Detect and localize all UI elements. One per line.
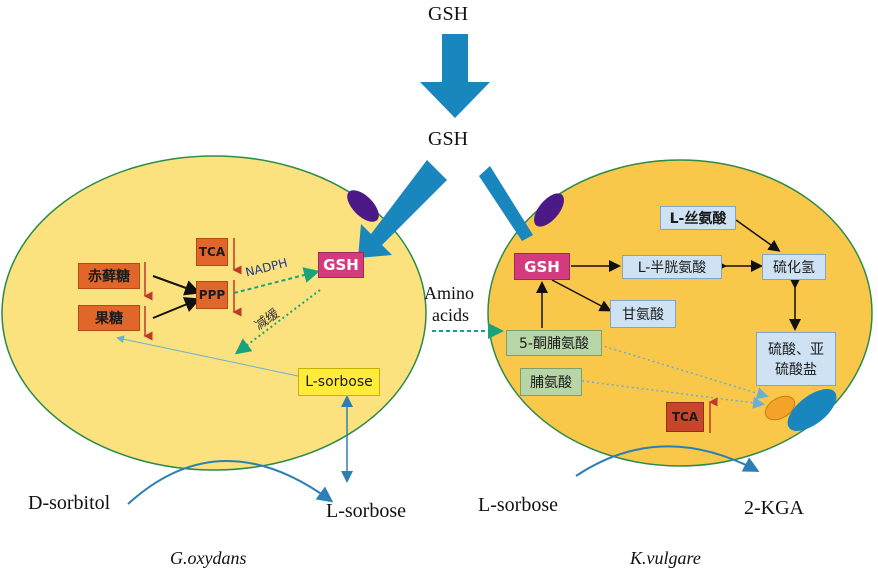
- keto-proline-box: 5-酮脯氨酸: [506, 330, 602, 356]
- g-oxydans-label: G.oxydans: [170, 548, 247, 568]
- blue-transporter: [787, 389, 837, 431]
- orange-enzyme: [764, 395, 796, 421]
- proline-to-orange-dotted: [581, 380, 765, 409]
- gsh-to-glycine: [551, 279, 612, 312]
- right-diagonal-arrow: [479, 166, 533, 241]
- tca-box: TCA: [196, 238, 228, 266]
- kga-label: 2-KGA: [744, 497, 804, 519]
- big-down-arrow: [420, 34, 490, 118]
- sulfate-line2: 硫酸盐: [775, 362, 817, 378]
- serine-to-h2s: [735, 219, 781, 252]
- l-sorbose-left-label: L-sorbose: [326, 500, 406, 522]
- erythrose-box: 赤藓糖: [78, 263, 140, 289]
- sulfate-box: 硫酸、亚 硫酸盐: [756, 332, 836, 386]
- right-cell: [487, 159, 873, 467]
- glycine-box: 甘氨酸: [610, 300, 676, 328]
- l-cysteine-box: L-半胱氨酸: [622, 255, 722, 279]
- ppp-box: PPP: [196, 281, 228, 309]
- arrow-erythrose-ppp: [152, 275, 201, 296]
- sorbose-to-fructose-line: [116, 335, 299, 377]
- right-transporter: [534, 193, 564, 227]
- k-vulgare-label: K.vulgare: [630, 548, 701, 568]
- fructose-box: 果糖: [78, 305, 140, 331]
- d-sorbitol-label: D-sorbitol: [28, 492, 111, 514]
- right-gsh-box: GSH: [514, 253, 570, 280]
- top-gsh-label: GSH: [428, 3, 469, 25]
- h2s-box: 硫化氢: [762, 254, 826, 280]
- amino-label: Amino: [424, 283, 475, 303]
- left-gsh-box: GSH: [318, 252, 364, 278]
- sulfate-line1: 硫酸、亚: [768, 342, 824, 358]
- big-diagonal-arrow: [358, 160, 447, 258]
- ketoproline-to-orange-dotted: [599, 344, 769, 400]
- mid-gsh-label: GSH: [428, 128, 469, 150]
- l-sorbose-inside-box: L-sorbose: [298, 368, 380, 396]
- ppp-to-gsh-dashed: [233, 267, 320, 294]
- right-tca-box: TCA: [666, 402, 704, 432]
- proline-box: 脯氨酸: [520, 368, 582, 396]
- l-sorbose-right-label: L-sorbose: [478, 494, 558, 516]
- gsh-to-lower-dashed: [234, 289, 321, 355]
- right-curve-arrow: [575, 445, 760, 477]
- l-serine-box: L-丝氨酸: [660, 206, 736, 230]
- arrow-fructose-ppp: [152, 297, 201, 319]
- left-transporter: [347, 190, 379, 222]
- acids-label: acids: [432, 305, 469, 325]
- left-curve-arrow: [127, 460, 334, 505]
